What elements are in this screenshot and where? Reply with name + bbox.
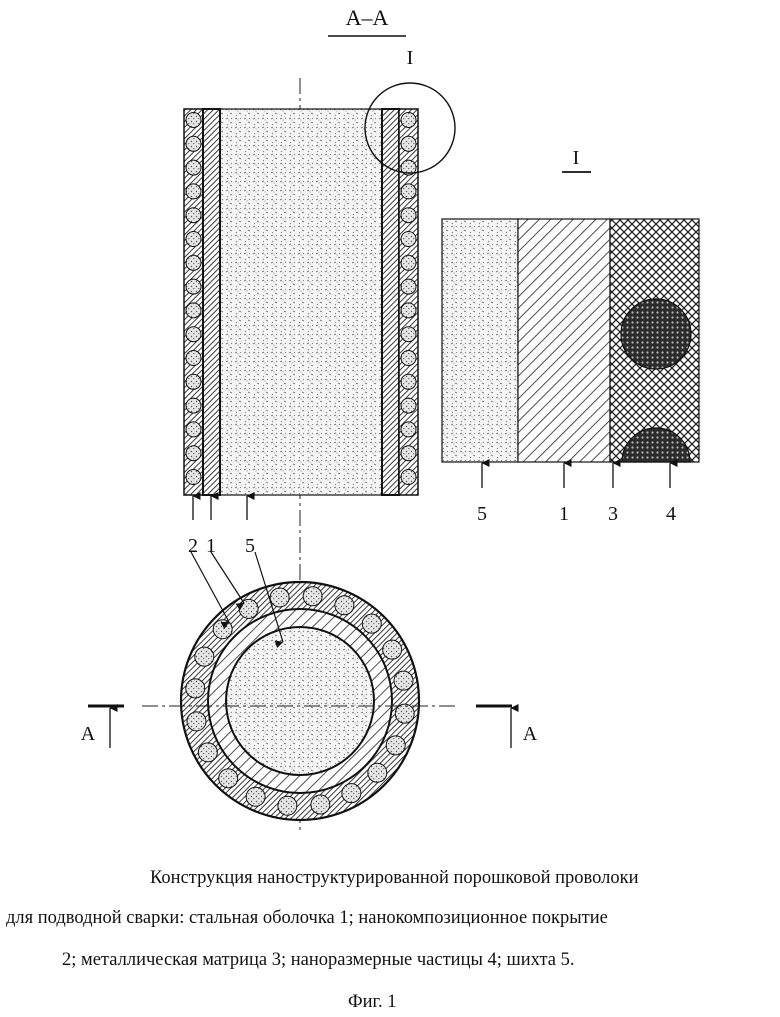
coating-particle [185,445,202,462]
ring-particle [361,613,382,634]
detail-flux [441,218,519,463]
ring-particle [212,619,233,640]
section-cut-right [476,704,519,748]
reference-labels: 2 1 5 5 1 3 4 А А [81,503,676,745]
detail-marker-label: I [407,47,414,69]
ring-particle [186,711,207,732]
ring-particle [310,794,331,815]
section-cut-left [88,704,124,748]
cross-coating-particles [185,586,415,816]
coating-particle [185,183,202,200]
coating-particle [400,326,417,343]
detail-particle-half [621,427,691,463]
coating-particle [185,231,202,247]
ring-particle [245,786,266,807]
coating-particle [400,302,417,319]
coating-particle [185,350,202,366]
ring-particle [302,586,323,607]
long-label-2: 2 [188,535,198,557]
detail-marker-circle [364,82,456,174]
coating-particles-right [400,112,417,485]
detail-label-1: 1 [559,503,569,525]
ring-particle [218,768,239,789]
ring-particle [238,598,259,619]
coating-particle [185,421,202,438]
coating-particle [185,397,202,414]
coating-particle [400,421,417,438]
coating-particle [400,207,417,224]
section-title: А–А [346,5,389,30]
ring-particle [385,735,406,756]
ring-particle [382,639,403,660]
caption-line-3: 2; металлическая матрица 3; наноразмерны… [62,950,575,970]
cut-label-left: А [81,723,96,745]
figure-number: Фиг. 1 [348,992,397,1012]
detail-label-5: 5 [477,503,487,525]
long-label-1: 1 [206,535,216,557]
coating-particle [400,254,417,271]
coating-particle [400,445,417,462]
cross-flux-core [225,626,375,776]
coating-particle [400,112,417,128]
coating-particle [400,183,417,200]
ring-particle [185,678,206,699]
detail-sheath [517,218,611,463]
coating-particle [400,469,417,485]
coating-particle [185,135,202,152]
ring-particle [334,595,355,616]
detail-particle-full [620,298,692,370]
coating-particle [400,278,417,295]
ring-particle [197,742,218,763]
coating-particle [185,302,202,319]
coating-particle [185,278,202,295]
caption-line-2: для подводной сварки: стальная оболочка … [6,908,608,928]
ring-particle [277,795,298,816]
coating-particle [400,373,417,390]
coating-particle [400,159,417,176]
ring-particle [341,783,362,804]
detail-view [441,218,700,463]
detail-title: I [573,147,580,169]
coating-particle [185,326,202,343]
detail-label-3: 3 [608,503,618,525]
coating-particle [185,373,202,390]
coating-particles-left [185,112,202,485]
cross-section [179,580,421,822]
ring-particle [194,646,215,667]
detail-leaders [481,459,678,488]
sheath-left [202,108,221,496]
coating-particle [185,112,202,128]
longitudinal-section [183,108,419,496]
long-label-5: 5 [245,535,255,557]
coating-particle [185,159,202,176]
cross-section-leaders [190,551,284,649]
flux-core-longitudinal [219,108,383,496]
coating-particle [400,397,417,414]
sheath-right [381,108,400,496]
detail-label-4: 4 [666,503,676,525]
ring-particle [269,587,290,608]
ring-particle [394,703,415,724]
longitudinal-leaders [192,492,255,520]
cut-label-right: А [523,723,538,745]
coating-particle [400,231,417,247]
coating-particle [185,254,202,271]
coating-particle [400,350,417,366]
coating-particle [185,469,202,485]
caption-line-1: Конструкция наноструктурированной порошк… [150,868,639,888]
ring-particle [393,670,414,691]
coating-right [398,108,419,496]
coating-particle [185,207,202,224]
coating-particle [400,135,417,152]
ring-particle [367,762,388,783]
